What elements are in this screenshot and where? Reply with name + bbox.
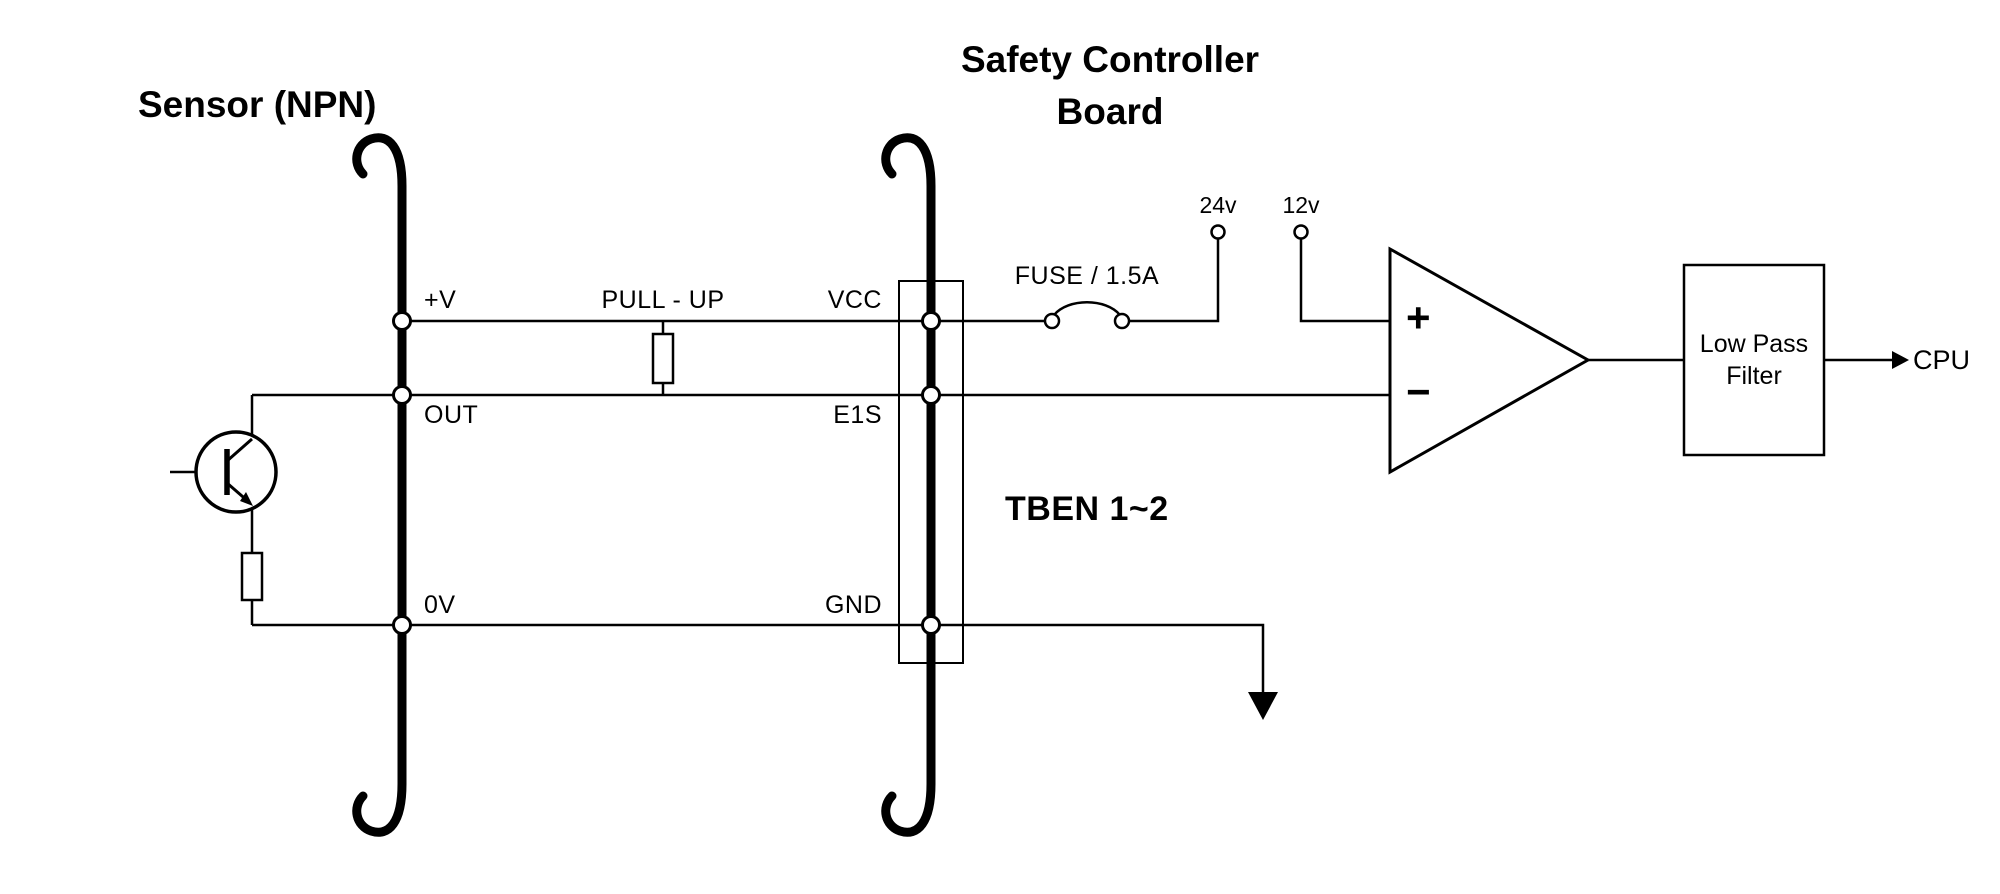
junction-dot-out: [392, 385, 412, 405]
emitter-resistor: [240, 551, 264, 602]
lpf-label-line2: Filter: [1726, 362, 1782, 390]
fuse-terminal-right: [1113, 312, 1131, 330]
junction-dot-gnd: [921, 615, 941, 635]
terminal-12v: [1293, 224, 1309, 240]
pullup-label: PULL - UP: [601, 286, 725, 314]
pullup-resistor: [651, 332, 675, 385]
ground-arrow-icon: [1248, 692, 1278, 720]
cpu-label: CPU: [1913, 345, 1971, 375]
pin-label-0v: 0V: [424, 591, 456, 619]
wire-12v-to-comparator: [1299, 239, 1390, 323]
controller-title-line1: Safety Controller: [960, 39, 1260, 80]
connector-outline: [898, 280, 964, 664]
fuse-label: FUSE / 1.5A: [1014, 262, 1160, 290]
junction-dot-vcc: [921, 311, 941, 331]
pin-label-vcc: VCC: [827, 286, 882, 314]
pin-label-e1s: E1S: [833, 401, 882, 429]
emitter-arrow-icon: [240, 492, 253, 506]
connector-label: TBEN 1~2: [1005, 490, 1169, 528]
lpf-label-line1: Low Pass: [1699, 329, 1809, 358]
controller-rail: [881, 133, 936, 837]
wire-fuse-to-24v: [1128, 239, 1220, 323]
rail-12v-label: 12v: [1282, 192, 1320, 218]
comparator-triangle: [1388, 246, 1592, 475]
low-pass-filter-box: [1682, 263, 1826, 457]
pin-label-gnd: GND: [824, 591, 882, 619]
junction-dot-vplus: [392, 311, 412, 331]
cpu-arrow-icon: [1892, 351, 1909, 369]
pin-label-vplus: +V: [424, 286, 457, 314]
controller-title-line2: Board: [1056, 90, 1164, 132]
transistor-collector: [226, 437, 253, 463]
fuse-terminal-left: [1043, 312, 1061, 330]
fuse-arc: [1053, 301, 1121, 316]
pin-label-out: OUT: [424, 401, 479, 429]
transistor-circle: [194, 430, 278, 514]
sensor-title: Sensor (NPN): [138, 84, 377, 125]
junction-dot-e1s: [921, 385, 941, 405]
controller-title: Safety Controller Board: [920, 34, 1300, 138]
sensor-rail: [352, 133, 407, 837]
npn-transistor-icon: [194, 430, 278, 514]
fuse-icon: [1043, 301, 1131, 330]
comparator-minus-label: −: [1406, 368, 1431, 415]
comparator-plus-label: +: [1406, 294, 1431, 341]
wire-0v-gnd: [252, 623, 1265, 692]
rail-24v-label: 24v: [1199, 192, 1237, 218]
low-pass-filter-label: Low Pass Filter: [1684, 265, 1824, 455]
terminal-24v: [1210, 224, 1226, 240]
junction-dot-0v: [392, 615, 412, 635]
